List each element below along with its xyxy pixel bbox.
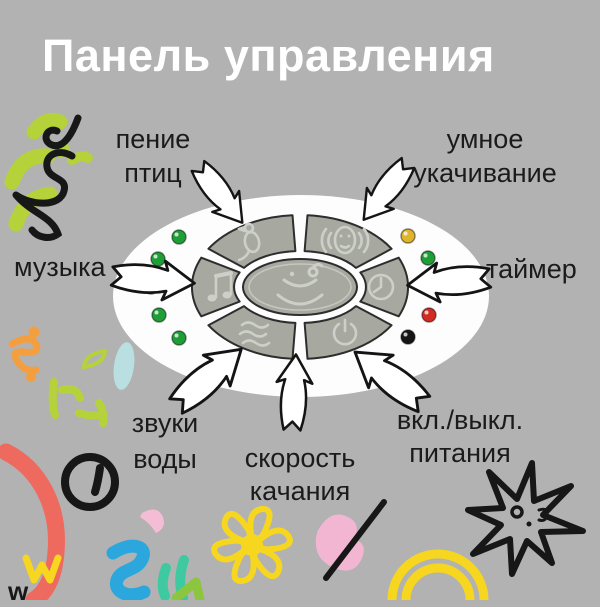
label-line: скорость: [244, 443, 356, 473]
doodle-lime-strokes: [48, 348, 108, 427]
doodle-blue-squiggle: [106, 539, 151, 600]
led: [421, 307, 437, 323]
doodle-yellow-flower: [211, 506, 293, 584]
label-line: птиц: [124, 158, 182, 188]
face-soundwaves-icon: [320, 225, 370, 255]
timer-button: [359, 256, 409, 318]
label-smart-rocking: умное укачивание: [395, 122, 575, 190]
music-note-icon: [207, 271, 233, 302]
label-line: укачивание: [413, 158, 557, 188]
led: [400, 329, 416, 345]
label-line: вкл./выкл.: [396, 405, 524, 435]
water-waves-icon: [238, 321, 271, 347]
arrow-to-smart-rocking-button: [362, 156, 416, 221]
led: [150, 251, 166, 267]
music-button: [191, 256, 241, 318]
label-line: качания: [249, 476, 351, 506]
clock-icon: [367, 273, 395, 301]
label-line: таймер: [486, 254, 577, 284]
doodle-leaf-scribble: [4, 112, 93, 241]
doodle-pink-comma: [140, 509, 164, 533]
doodle-orange-squiggle: [8, 326, 41, 382]
label-water-sounds: звуки воды: [95, 405, 235, 477]
led: [171, 330, 187, 346]
label-line: питания: [409, 438, 511, 468]
led: [400, 228, 416, 244]
label-bird-song: пение птиц: [78, 122, 228, 190]
label-line: звуки: [131, 408, 199, 438]
arrow-to-swing-speed-button: [275, 353, 314, 432]
led: [171, 229, 187, 245]
label-timer: таймер: [486, 252, 586, 286]
doodle-black-star: [465, 460, 586, 577]
label-line: воды: [133, 444, 197, 474]
power-icon: [332, 318, 358, 346]
smart-rocking-button: [303, 214, 393, 269]
doodle-yellow-w: [22, 554, 62, 584]
callout-arrows: [109, 156, 493, 432]
swing-speed-button: [242, 258, 358, 316]
doodle-pink-blob-needle: [315, 499, 387, 581]
button-cluster: [191, 214, 409, 360]
led: [420, 250, 436, 266]
power-button: [303, 305, 393, 360]
arrow-to-water-sounds-button: [168, 347, 243, 415]
led: [151, 307, 167, 323]
doodle-cyan-ellipse: [113, 342, 135, 390]
label-line: музыка: [14, 252, 106, 282]
arrow-to-bird-song-button: [190, 159, 244, 224]
label-swing-speed: скорость качания: [220, 442, 380, 508]
doodle-yellow-arcs: [387, 549, 489, 600]
water-sounds-button: [207, 305, 297, 360]
arrow-to-music-button: [109, 259, 196, 302]
arrow-to-timer-button: [406, 261, 493, 304]
label-line: умное: [446, 124, 524, 154]
doodle-green-stroke: [171, 577, 205, 600]
bird-song-button: [207, 214, 297, 269]
bird-icon: [237, 222, 261, 262]
page-title: Панель управления: [42, 30, 495, 81]
smiley-cradle-icon: [276, 262, 324, 306]
arrow-to-power-button: [353, 350, 432, 414]
label-power: вкл./выкл. питания: [380, 404, 540, 470]
label-line: пение: [115, 124, 191, 154]
corner-letter: w: [8, 576, 29, 606]
label-music: музыка: [14, 250, 114, 284]
doodle-black-circle: [61, 453, 119, 511]
doodle-salmon-curve: [0, 443, 65, 600]
